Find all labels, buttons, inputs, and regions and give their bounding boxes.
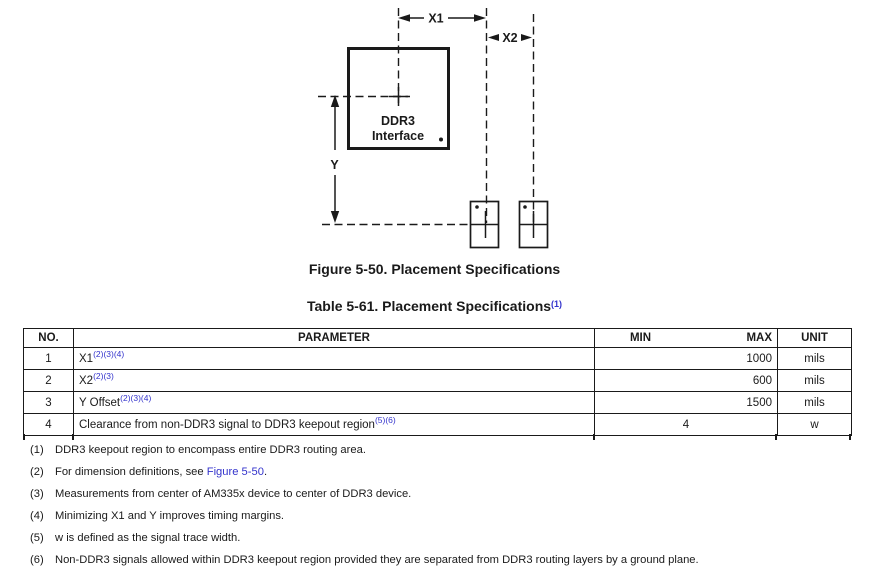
col-header-min: MIN [629, 332, 652, 344]
dim-label-x1: X1 [428, 12, 443, 26]
col-header-minmax: MIN MAX [594, 328, 778, 348]
cell-no: 2 [23, 369, 74, 392]
table-border-stub [775, 434, 777, 440]
arrowhead-right-icon [474, 14, 486, 22]
table-header-row: NO. PARAMETER MIN MAX UNIT [23, 328, 852, 348]
footnote-text: Non-DDR3 signals allowed within DDR3 kee… [55, 554, 699, 566]
footnote-number: (2) [30, 466, 44, 478]
col-header-max: MAX [746, 332, 772, 344]
dim-label-y: Y [330, 158, 339, 172]
pin1-dot-icon [439, 137, 443, 142]
footnote-number: (4) [30, 510, 44, 522]
footnotes-section: (1) DDR3 keepout region to encompass ent… [30, 443, 858, 575]
footnote-refs[interactable]: (2)(3) [93, 371, 114, 381]
pin1-dot-icon [475, 205, 479, 209]
table-border-stub [23, 434, 25, 440]
col-header-parameter: PARAMETER [73, 328, 595, 348]
footnote-text: Minimizing X1 and Y improves timing marg… [55, 510, 285, 522]
footnote-text: DDR3 keepout region to encompass entire … [55, 444, 366, 456]
cell-unit: mils [777, 369, 852, 392]
table-title: Table 5-61. Placement Specifications(1) [0, 298, 869, 314]
cell-parameter: Clearance from non-DDR3 signal to DDR3 k… [73, 413, 595, 436]
table-title-text: Table 5-61. Placement Specifications [306, 298, 552, 314]
memory-chip-2 [518, 200, 549, 249]
cell-max: 1500 [594, 391, 778, 414]
footnote-6: (6) Non-DDR3 signals allowed within DDR3… [30, 553, 858, 567]
footnote-text: w is defined as the signal trace width. [55, 532, 241, 544]
footnote-text: For dimension definitions, see Figure 5-… [55, 466, 268, 478]
table-border-stub [72, 434, 74, 440]
table-row: 1 X1(2)(3)(4) 1000 mils [23, 347, 852, 370]
cell-no: 4 [23, 413, 74, 436]
dimension-x2: X2 [488, 31, 532, 45]
placement-diagram: X1 X2 DDR3 Interface Y [318, 8, 549, 249]
footnote-5: (5) w is defined as the signal trace wid… [30, 531, 858, 545]
cell-max: 600 [594, 369, 778, 392]
footnote-2: (2) For dimension definitions, see Figur… [30, 465, 858, 479]
arrowhead-up-icon [330, 95, 340, 107]
figure-5-50-link[interactable]: Figure 5-50 [206, 466, 264, 478]
dimension-x1: X1 [398, 12, 486, 26]
col-header-no: NO. [23, 328, 74, 348]
dim-label-x2: X2 [502, 31, 517, 45]
pin1-dot-icon [523, 205, 527, 209]
footnote-4: (4) Minimizing X1 and Y improves timing … [30, 509, 858, 523]
arrowhead-left-icon [488, 34, 499, 41]
table-border-stub [593, 434, 595, 440]
table-row: 4 Clearance from non-DDR3 signal to DDR3… [23, 413, 852, 436]
footnote-refs[interactable]: (5)(6) [374, 415, 396, 425]
arrowhead-right-icon [521, 34, 532, 41]
table-title-footnote-ref[interactable]: (1) [551, 298, 563, 309]
memory-chip-1 [469, 200, 500, 249]
cell-no: 3 [23, 391, 74, 414]
cell-unit: mils [777, 347, 852, 370]
cell-max: 1000 [594, 347, 778, 370]
footnote-1: (1) DDR3 keepout region to encompass ent… [30, 443, 858, 457]
footnote-number: (6) [30, 554, 44, 566]
cell-parameter: Y Offset(2)(3)(4) [73, 391, 595, 414]
footnote-refs[interactable]: (2)(3)(4) [120, 393, 152, 403]
table-row: 3 Y Offset(2)(3)(4) 1500 mils [23, 391, 852, 414]
ddr3-interface-box [347, 47, 450, 150]
arrowhead-down-icon [330, 211, 340, 223]
cell-parameter: X2(2)(3) [73, 369, 595, 392]
figure-caption: Figure 5-50. Placement Specifications [308, 261, 561, 277]
cell-unit: w [777, 413, 852, 436]
dimension-y: Y [330, 95, 339, 223]
footnote-number: (5) [30, 532, 44, 544]
footnote-number: (1) [30, 444, 44, 456]
footnote-number: (3) [30, 488, 44, 500]
footnote-refs[interactable]: (2)(3)(4) [93, 349, 125, 359]
footnote-3: (3) Measurements from center of AM335x d… [30, 487, 858, 501]
table-row: 2 X2(2)(3) 600 mils [23, 369, 852, 392]
box-label-line1: DDR3 [381, 114, 415, 128]
table-border-stub [849, 434, 851, 440]
cell-no: 1 [23, 347, 74, 370]
footnote-text: Measurements from center of AM335x devic… [55, 488, 412, 500]
placement-spec-table: NO. PARAMETER MIN MAX UNIT 1 X1(2)(3)(4)… [23, 328, 852, 436]
cell-parameter: X1(2)(3)(4) [73, 347, 595, 370]
cell-unit: mils [777, 391, 852, 414]
box-label-line2: Interface [372, 129, 424, 143]
col-header-unit: UNIT [777, 328, 852, 348]
cell-min: 4 [594, 413, 778, 436]
arrowhead-left-icon [398, 14, 410, 22]
